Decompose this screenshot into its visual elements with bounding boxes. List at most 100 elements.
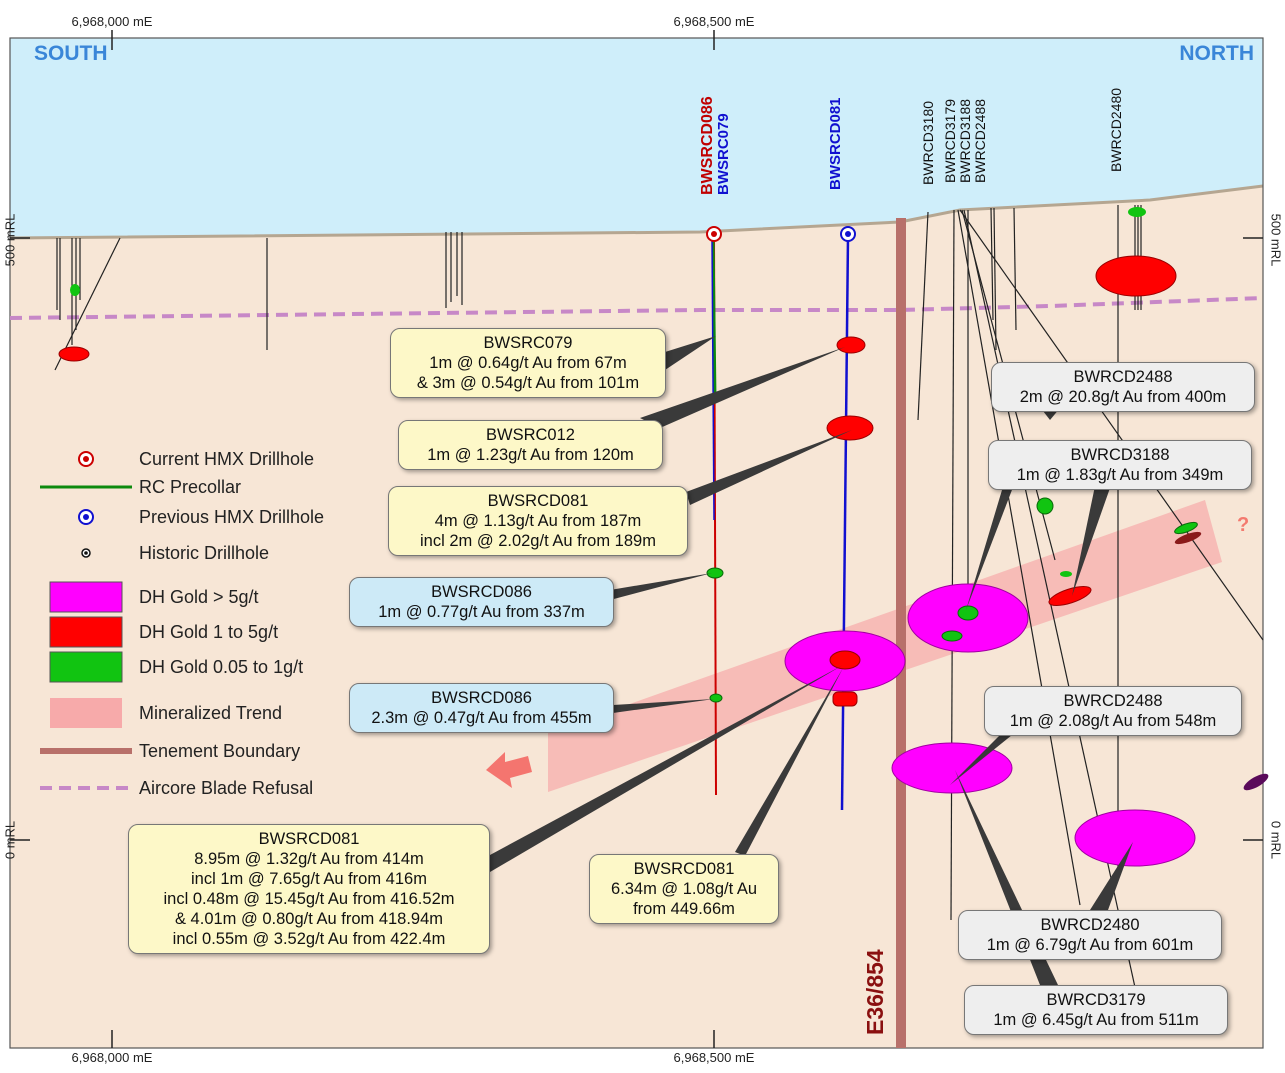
rl-right-0: 0 mRL: [1268, 821, 1283, 859]
legend-gold-1to5-swatch: [49, 616, 123, 648]
aircore-refusal-line: [9, 296, 1264, 320]
intercept-low-left: [70, 284, 80, 296]
callout-bwsrcd081-c: BWSRCD081 6.34m @ 1.08g/t Au from 449.66…: [589, 854, 779, 924]
callout-line: 8.95m @ 1.32g/t Au from 414m: [194, 850, 424, 868]
callout-line: incl 2m @ 2.02g/t Au from 189m: [420, 532, 656, 550]
callout-line: 1m @ 0.77g/t Au from 337m: [378, 603, 585, 621]
intercept-green-small: [1060, 571, 1072, 577]
callout-line: BWRCD3188: [1070, 446, 1170, 464]
callout-line: 4m @ 1.13g/t Au from 187m: [434, 512, 642, 530]
legend-previous-hmx: Previous HMX Drillhole: [139, 507, 325, 527]
callout-line: incl 0.48m @ 15.45g/t Au from 416.52m: [163, 890, 455, 908]
hole-label-bwrcd2488: BWRCD2488: [972, 99, 988, 183]
intercept-red-bwsrc079: [836, 336, 866, 354]
intercept-red-bwsrcd081-lower: [832, 691, 858, 707]
hole-label-bwrcd2480: BWRCD2480: [1108, 88, 1124, 172]
easting-top-2: 6,968,500 mE: [674, 14, 755, 29]
hole-label-bwsrcd081: BWSRCD081: [827, 97, 844, 190]
callout-bwrcd3188: BWRCD3188 1m @ 1.83g/t Au from 349m: [988, 440, 1252, 490]
intercept-green-dark: [941, 630, 963, 642]
callout-line: BWRCD2488: [1063, 692, 1163, 710]
intercept-green-upper-right: [1174, 521, 1198, 535]
callout-bwrcd2480: BWRCD2480 1m @ 6.79g/t Au from 601m: [958, 910, 1222, 960]
hole-bwsrcd081-trace: [840, 235, 850, 811]
historic-holes-left: [54, 232, 463, 371]
callout-line: 2.3m @ 0.47g/t Au from 455m: [371, 709, 592, 727]
hole-label-bwsrc079: BWSRC079: [715, 113, 732, 195]
intercept-red-bwrcd2480: [1095, 255, 1177, 297]
intercept-green-bwrcd2488: [1036, 497, 1054, 515]
callout-line: 1m @ 6.79g/t Au from 601m: [986, 936, 1194, 954]
intercept-magenta-bwrcd2488-b: [891, 742, 1013, 794]
legend-current-hmx-dot: [83, 456, 89, 462]
intercept-red-bwrcd2488: [1048, 585, 1092, 607]
callout-line: 2m @ 20.8g/t Au from 400m: [1019, 388, 1227, 406]
callout-line: BWSRCD081: [633, 860, 735, 878]
callout-line: 1m @ 1.83g/t Au from 349m: [1016, 466, 1224, 484]
intercept-red-bwsrc012: [826, 415, 874, 441]
legend-historic-dot: [84, 551, 88, 555]
intercept-magenta-bwrcd2480: [1074, 809, 1196, 867]
callout-bwrcd2488-a: BWRCD2488 2m @ 20.8g/t Au from 400m: [991, 362, 1255, 412]
legend-mineralized-trend: Mineralized Trend: [139, 703, 283, 723]
tenement-id-label: E36/854: [862, 949, 888, 1035]
intercept-green-bwrcd3188: [957, 605, 979, 621]
legend-aircore-refusal: Aircore Blade Refusal: [139, 778, 314, 798]
previous-hmx-collar-dot: [845, 231, 851, 237]
callout-line: 1m @ 1.23g/t Au from 120m: [427, 446, 634, 464]
rl-left-0: 0 mRL: [3, 821, 18, 859]
callout-bwrcd2488-b: BWRCD2488 1m @ 2.08g/t Au from 548m: [984, 686, 1242, 736]
north-label: NORTH: [1179, 42, 1254, 65]
callout-bwsrcd081-a: BWSRCD081 4m @ 1.13g/t Au from 187m incl…: [388, 486, 688, 556]
legend-rc-precollar: RC Precollar: [139, 477, 242, 497]
legend-historic: Historic Drillhole: [139, 543, 270, 563]
callout-line: incl 0.55m @ 3.52g/t Au from 422.4m: [172, 930, 446, 948]
question-mark: ?: [1237, 514, 1249, 536]
callout-bwrcd3179: BWRCD3179 1m @ 6.45g/t Au from 511m: [964, 985, 1228, 1035]
legend-gold-low-swatch: [49, 651, 123, 683]
intercept-red-bwsrcd081: [829, 650, 861, 670]
callout-line: from 449.66m: [633, 900, 735, 918]
callout-line: 1m @ 2.08g/t Au from 548m: [1009, 712, 1217, 730]
legend-tenement-boundary: Tenement Boundary: [139, 741, 301, 761]
tenement-boundary: [896, 218, 906, 1048]
easting-top-1: 6,968,000 mE: [72, 14, 153, 29]
legend-current-hmx: Current HMX Drillhole: [139, 449, 315, 469]
legend-gold-1to5: DH Gold 1 to 5g/t: [139, 622, 279, 642]
legend-trend-swatch: [50, 698, 122, 728]
easting-bottom-2: 6,968,500 mE: [674, 1050, 755, 1065]
hole-label-bwrcd3180: BWRCD3180: [920, 101, 936, 185]
callout-line: & 3m @ 0.54g/t Au from 101m: [416, 374, 640, 392]
hole-label-bwrcd3188: BWRCD3188: [957, 99, 973, 183]
topography-line: [9, 184, 1264, 240]
callout-bwsrcd086-b: BWSRCD086 2.3m @ 0.47g/t Au from 455m: [349, 683, 614, 733]
callout-line: BWSRCD086: [431, 689, 532, 707]
intercept-red-left: [58, 346, 90, 362]
intercept-green-bwsrcd086-a: [706, 567, 724, 579]
callout-line: BWSRC012: [486, 426, 575, 444]
callout-bwsrc012: BWSRC012 1m @ 1.23g/t Au from 120m: [398, 420, 663, 470]
easting-bottom-1: 6,968,000 mE: [72, 1050, 153, 1065]
callout-line: BWRCD3179: [1046, 991, 1146, 1009]
callout-line: 6.34m @ 1.08g/t Au: [610, 880, 758, 898]
hole-label-bwrcd3179: BWRCD3179: [942, 99, 958, 183]
callout-line: 1m @ 6.45g/t Au from 511m: [993, 1011, 1199, 1029]
trend-arrow-icon: [486, 752, 532, 788]
hole-label-bwsrcd086: BWSRCD086: [699, 96, 716, 195]
legend-previous-hmx-dot: [83, 514, 89, 520]
hole-bwsrc079-trace: [711, 239, 715, 521]
map-frame: [9, 37, 1264, 1049]
intercept-dark-upper-right: [1174, 531, 1202, 545]
intercept-green-bwrcd2480-top: [1128, 207, 1146, 217]
callout-bwsrcd086-a: BWSRCD086 1m @ 0.77g/t Au from 337m: [349, 577, 614, 627]
callout-line: BWSRC079: [483, 334, 573, 352]
intercept-purple-edge: [1243, 773, 1269, 791]
hole-bwsrc079-precollar: [711, 239, 717, 401]
rl-left-500: 500 mRL: [3, 214, 18, 267]
callout-line: BWSRCD086: [431, 583, 532, 601]
intercept-green-bwsrcd086-b: [709, 693, 723, 703]
callout-line: BWRCD2488: [1073, 368, 1173, 386]
legend-gold-low: DH Gold 0.05 to 1g/t: [139, 657, 304, 677]
callout-line: BWSRCD081: [487, 492, 589, 510]
